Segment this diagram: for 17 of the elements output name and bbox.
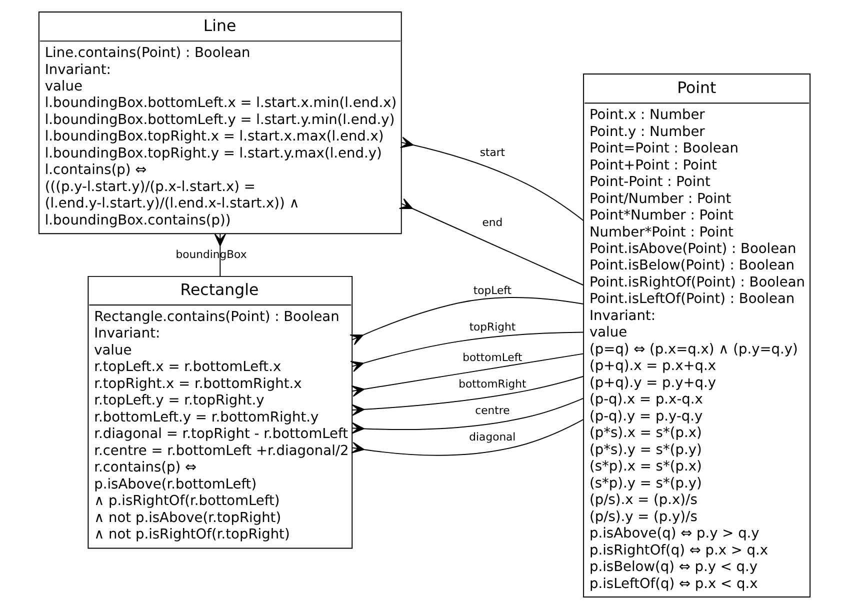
connector bbox=[350, 297, 584, 346]
edge-label: topRight bbox=[469, 320, 516, 334]
connector bbox=[351, 419, 584, 456]
edge-label: end bbox=[482, 216, 503, 230]
connector bbox=[351, 398, 584, 434]
connector bbox=[351, 353, 584, 397]
edge-label: topLeft bbox=[473, 284, 512, 297]
edge-label: centre bbox=[475, 404, 510, 418]
connector bbox=[398, 198, 584, 286]
connector bbox=[350, 332, 584, 372]
edge-label: start bbox=[480, 146, 506, 160]
connector bbox=[214, 234, 226, 277]
edge-label: bottomRight bbox=[458, 378, 526, 391]
connector bbox=[400, 136, 584, 222]
edge-label: diagonal bbox=[469, 430, 516, 444]
connector bbox=[352, 376, 584, 416]
edge-label: bottomLeft bbox=[462, 350, 522, 364]
